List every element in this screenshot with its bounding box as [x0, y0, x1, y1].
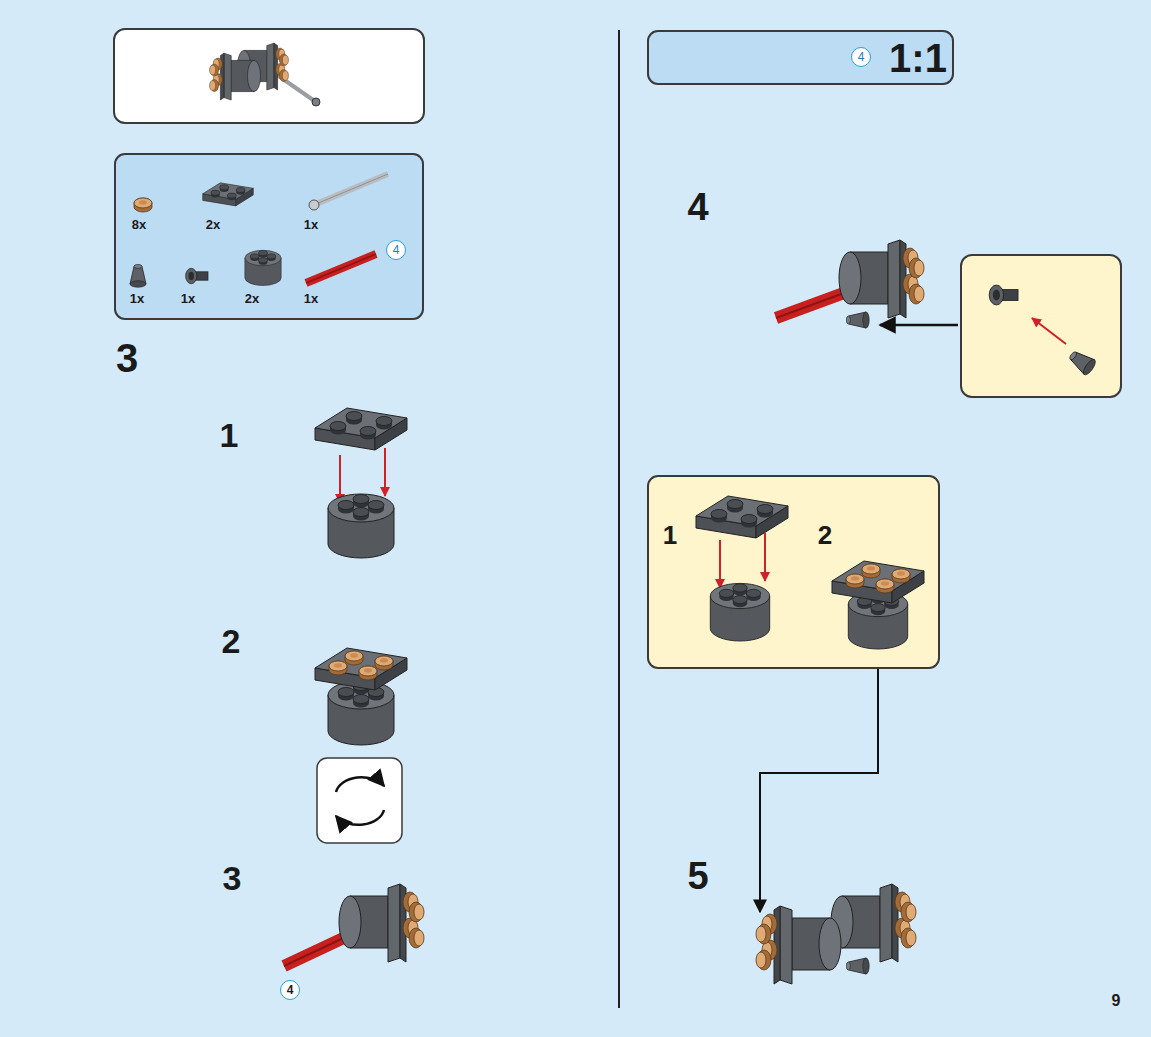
step-number: 3	[116, 338, 138, 378]
sub-assembly-callout: 12	[647, 475, 940, 669]
step-number: 3	[223, 861, 242, 895]
part-quantity: 1x	[181, 292, 195, 305]
callout-number: 4	[851, 47, 871, 67]
callout-number: 4	[280, 980, 300, 1000]
part-quantity: 8x	[132, 218, 146, 231]
scale-box: 4 1:1	[647, 30, 954, 85]
step-number: 1	[663, 522, 677, 548]
page-number: 9	[1112, 993, 1121, 1009]
step-number: 5	[687, 857, 708, 895]
step-number: 1	[220, 418, 239, 452]
step-number: 4	[687, 188, 708, 226]
parts-list-panel: 8x 2x 1x 1x 1x 2x 1x 4	[114, 153, 424, 320]
part-quantity: 1x	[130, 292, 144, 305]
step-number: 2	[818, 522, 832, 548]
part-quantity: 2x	[206, 218, 220, 231]
step-number: 2	[222, 624, 241, 658]
callout-number: 4	[386, 240, 406, 260]
part-quantity: 1x	[304, 218, 318, 231]
part-quantity: 1x	[304, 292, 318, 305]
scale-label: 1:1	[889, 38, 947, 78]
part-quantity: 2x	[245, 292, 259, 305]
